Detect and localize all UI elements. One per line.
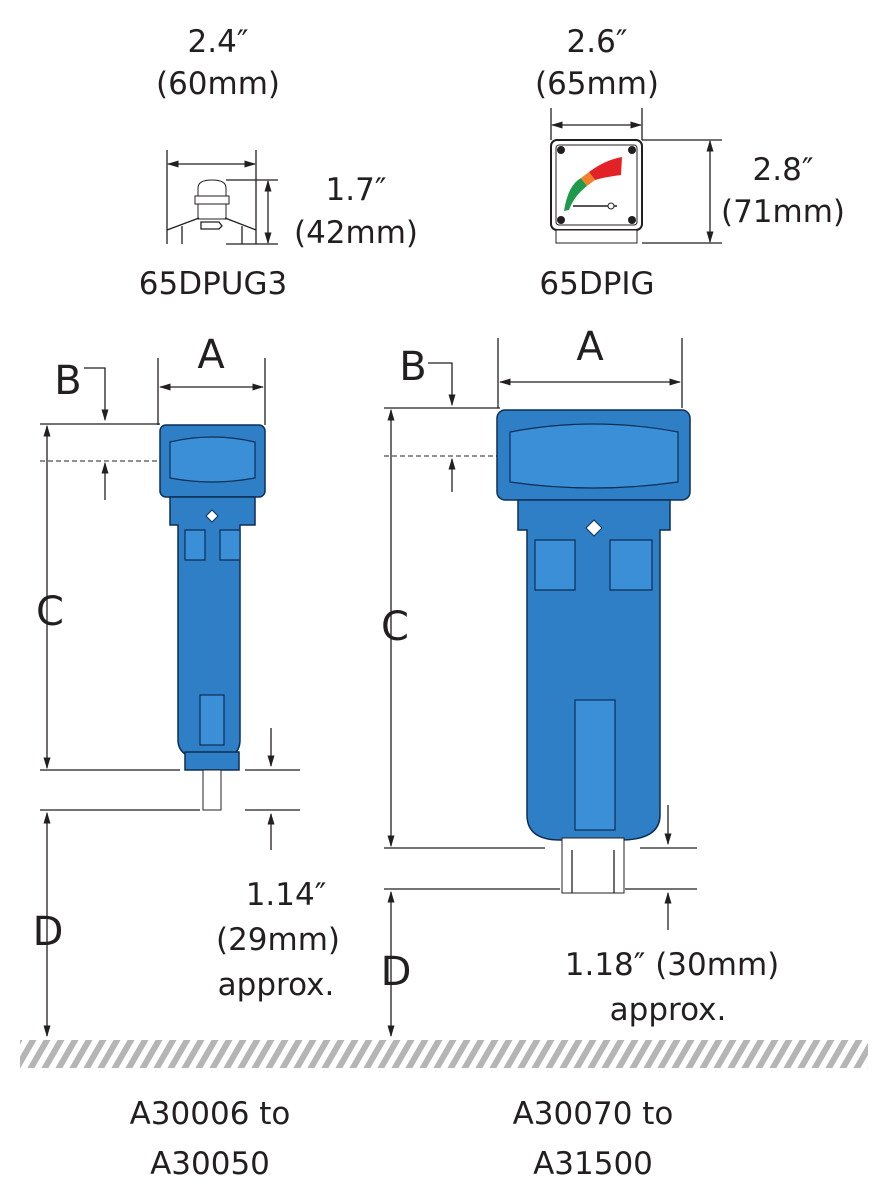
pug-model: 65DPUG3 [139,266,287,302]
right-label-d: D [381,949,412,995]
pug-width-mm: (60mm) [156,66,280,102]
ground-hatch [20,1040,868,1068]
left-label-d: D [33,909,64,955]
left-label-a: A [197,332,225,378]
pug-height-mm: (42mm) [294,215,418,251]
right-filter-body [496,409,691,894]
pug-gauge-icon [166,179,257,244]
pig-height-in: 2.8″ [753,152,814,188]
left-range-line2: A30050 [150,1146,270,1182]
pig-gauge-icon [550,139,643,244]
right-range-line2: A31500 [533,1146,653,1182]
left-filter-body [159,424,266,811]
left-range-line1: A30006 to [130,1096,291,1132]
left-clearance-note: approx. [218,967,335,1003]
pug-width-in: 2.4″ [188,24,249,60]
right-range-line1: A30070 to [513,1096,674,1132]
pig-model: 65DPIG [539,266,654,302]
left-filter: A B C D 1.14″ (29mm) approx. [33,332,340,1038]
left-clearance-value: 1.14″ [246,877,327,913]
pug-height-in: 1.7″ [326,172,387,208]
pig-accessory: 2.6″ (65mm) 2.8″ (71mm) 65DPIG [535,24,845,302]
pug-accessory: 2.4″ (60mm) 1.7″ (42mm) 65DPUG3 [139,24,418,302]
pig-height-mm: (71mm) [721,194,845,230]
right-clearance-value: 1.18″ (30mm) [565,947,780,983]
right-label-b: B [399,344,426,390]
right-label-c: C [381,604,409,650]
right-clearance-note: approx. [610,992,727,1028]
pig-width-in: 2.6″ [567,24,628,60]
left-label-b: B [54,358,81,404]
right-label-a: A [576,324,604,370]
left-label-c: C [36,589,64,635]
left-clearance-mm: (29mm) [216,922,340,958]
right-filter: A B C D 1.18″ (30mm) approx. [381,324,780,1038]
pig-width-mm: (65mm) [535,66,659,102]
